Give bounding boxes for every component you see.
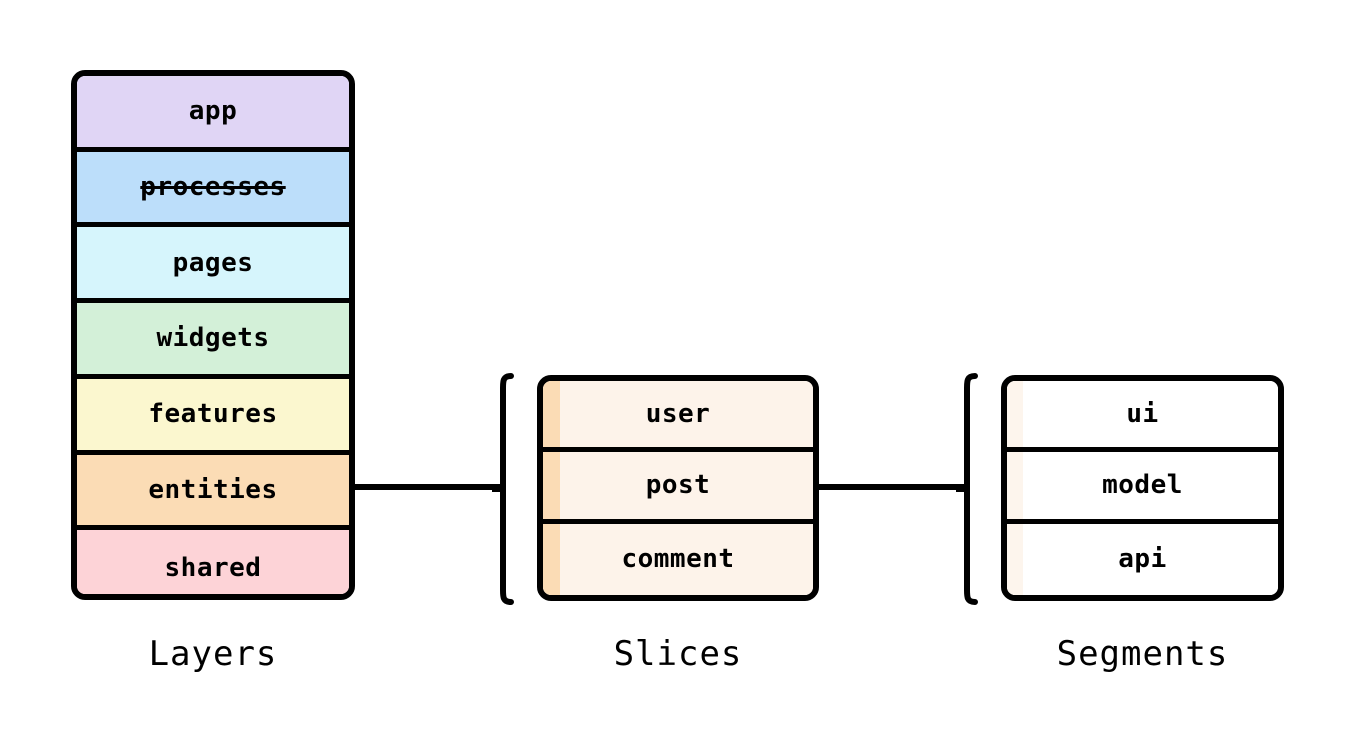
slice-accent-stripe-post bbox=[543, 452, 560, 519]
layer-label-entities: entities bbox=[148, 474, 278, 505]
layer-row-app[interactable]: app bbox=[77, 76, 349, 152]
connector-layers-to-slices bbox=[353, 484, 505, 490]
layer-row-pages[interactable]: pages bbox=[77, 227, 349, 304]
segment-accent-stripe-api bbox=[1007, 523, 1023, 595]
layer-row-processes[interactable]: processes bbox=[77, 151, 349, 228]
segment-row-api[interactable]: api bbox=[1007, 523, 1278, 595]
segments-bracket-icon bbox=[956, 372, 982, 606]
slices-stack: user post comment bbox=[537, 375, 819, 601]
segment-row-model[interactable]: model bbox=[1007, 452, 1278, 524]
slice-row-post[interactable]: post bbox=[543, 452, 813, 524]
segment-label-api: api bbox=[1118, 544, 1167, 575]
slice-label-comment: comment bbox=[621, 544, 735, 575]
slices-bracket-icon bbox=[492, 372, 518, 606]
slice-label-user: user bbox=[645, 399, 711, 430]
slice-row-user[interactable]: user bbox=[543, 381, 813, 453]
segments-stack: ui model api bbox=[1001, 375, 1284, 601]
slice-accent-stripe-user bbox=[543, 381, 560, 448]
layer-row-entities[interactable]: entities bbox=[77, 454, 349, 531]
connector-slices-to-segments bbox=[817, 484, 969, 490]
caption-slices: Slices bbox=[613, 634, 743, 674]
caption-segments: Segments bbox=[1056, 634, 1229, 674]
layer-row-widgets[interactable]: widgets bbox=[77, 303, 349, 379]
layer-label-app: app bbox=[188, 96, 238, 127]
segment-accent-stripe-ui bbox=[1007, 381, 1023, 448]
slice-label-post: post bbox=[645, 470, 711, 501]
caption-layers: Layers bbox=[148, 634, 278, 674]
segment-accent-stripe-model bbox=[1007, 452, 1023, 519]
layer-label-features: features bbox=[148, 399, 278, 430]
layer-label-shared: shared bbox=[164, 553, 262, 584]
layer-label-pages: pages bbox=[172, 247, 254, 278]
layer-row-shared[interactable]: shared bbox=[77, 530, 349, 594]
slice-row-comment[interactable]: comment bbox=[543, 523, 813, 595]
segment-label-ui: ui bbox=[1126, 399, 1159, 430]
segment-row-ui[interactable]: ui bbox=[1007, 381, 1278, 453]
layer-label-processes: processes bbox=[140, 172, 286, 203]
layer-label-widgets: widgets bbox=[156, 323, 270, 354]
segment-label-model: model bbox=[1102, 470, 1183, 501]
layer-row-features[interactable]: features bbox=[77, 378, 349, 455]
slice-accent-stripe-comment bbox=[543, 523, 560, 595]
layers-stack: app processes pages widgets features ent… bbox=[71, 70, 355, 600]
